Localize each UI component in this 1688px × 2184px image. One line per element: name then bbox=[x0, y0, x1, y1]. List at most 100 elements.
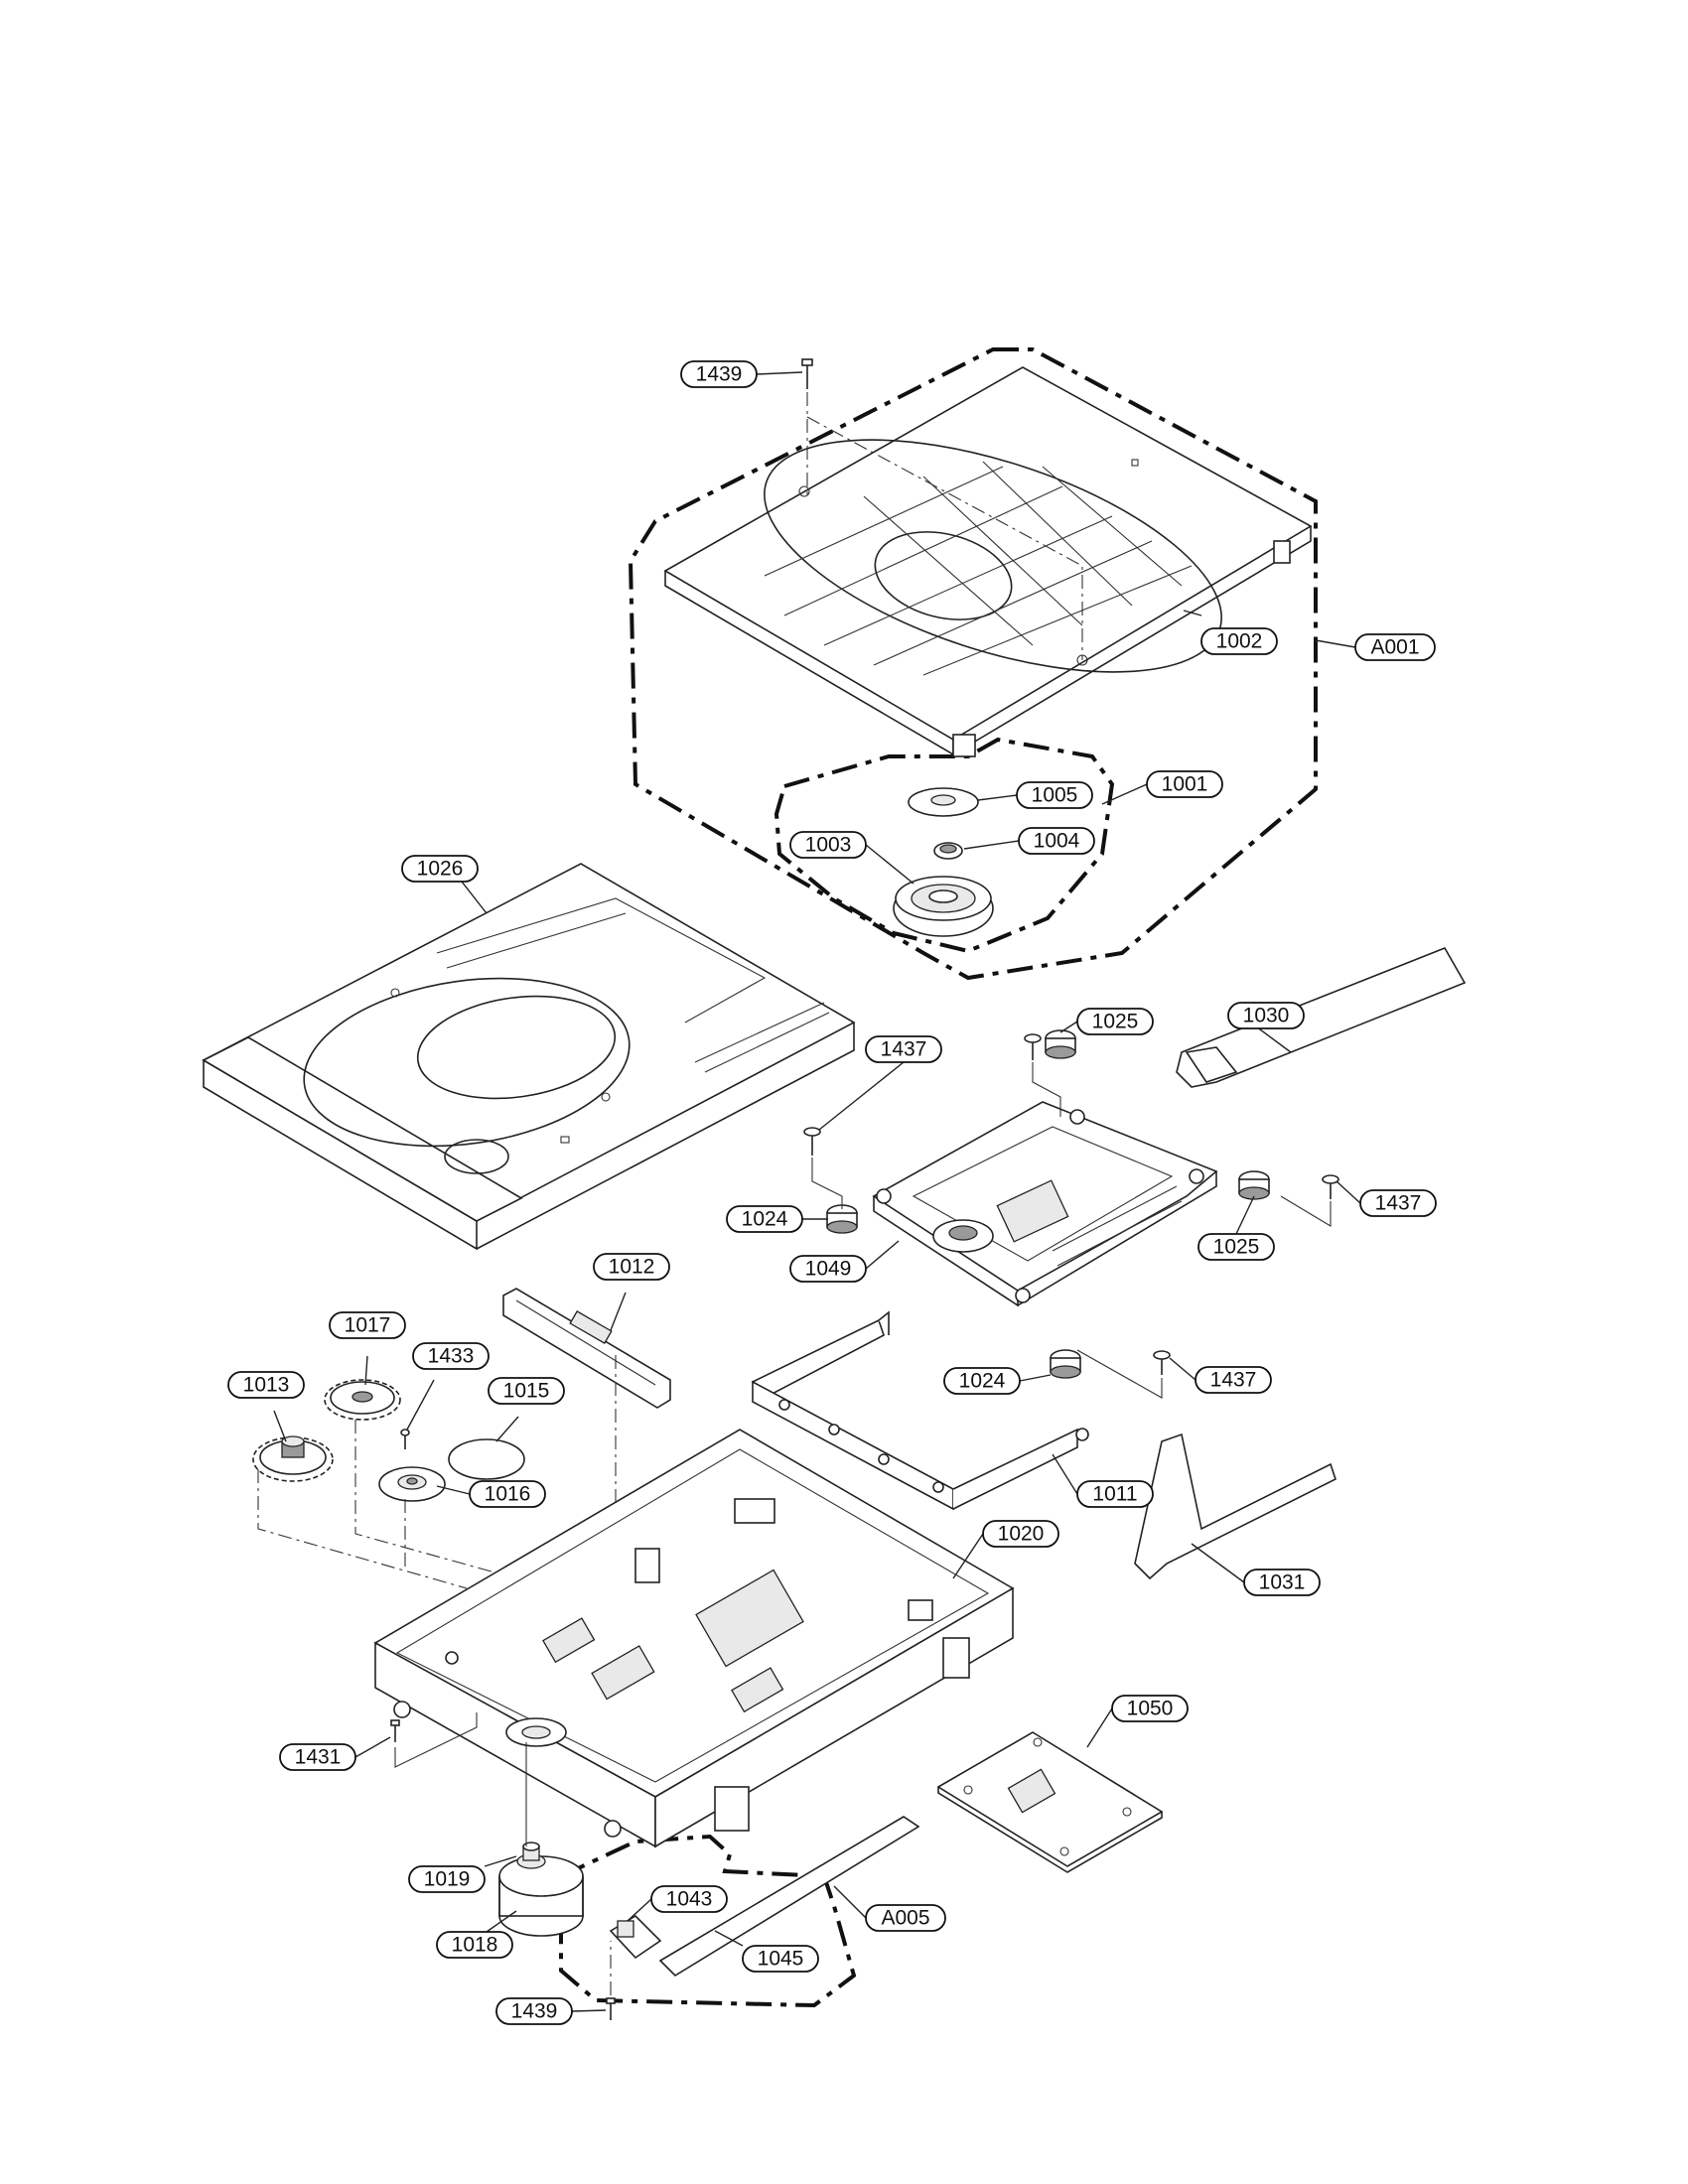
svg-text:1012: 1012 bbox=[609, 1256, 655, 1279]
callout-1031: 1031 bbox=[1243, 1569, 1321, 1596]
svg-text:A001: A001 bbox=[1370, 636, 1419, 659]
svg-text:1013: 1013 bbox=[243, 1374, 290, 1397]
svg-text:1437: 1437 bbox=[1375, 1192, 1422, 1215]
callout-1437-left: 1437 bbox=[865, 1035, 942, 1063]
callout-1004: 1004 bbox=[1018, 827, 1095, 855]
callout-1020: 1020 bbox=[982, 1520, 1059, 1548]
part-1017-gear bbox=[324, 1379, 401, 1421]
part-1011-frame bbox=[751, 1310, 1089, 1511]
svg-text:1005: 1005 bbox=[1032, 784, 1078, 807]
callout-1015: 1015 bbox=[488, 1377, 565, 1405]
callout-1018: 1018 bbox=[436, 1931, 513, 1959]
svg-text:1016: 1016 bbox=[485, 1483, 531, 1506]
callout-1011: 1011 bbox=[1076, 1480, 1154, 1508]
leader-lines bbox=[273, 371, 1361, 2012]
callout-1017: 1017 bbox=[329, 1311, 406, 1339]
part-1024-damper-lower bbox=[1050, 1349, 1081, 1379]
callout-1439-top: 1439 bbox=[680, 360, 758, 388]
svg-text:1043: 1043 bbox=[666, 1888, 713, 1911]
part-1031-flat-cable bbox=[1134, 1433, 1336, 1580]
svg-text:1433: 1433 bbox=[428, 1345, 475, 1368]
svg-text:1439: 1439 bbox=[696, 363, 743, 386]
part-1003-clamper bbox=[893, 876, 994, 937]
part-1015-belt bbox=[448, 1438, 525, 1480]
part-1431-screw bbox=[390, 1712, 478, 1768]
part-1043-switch-board bbox=[609, 1914, 662, 1960]
svg-text:1020: 1020 bbox=[998, 1523, 1045, 1546]
part-1049-traverse-mechanism bbox=[872, 1101, 1218, 1307]
svg-text:1025: 1025 bbox=[1092, 1011, 1139, 1033]
assembly-a005-boundary bbox=[559, 1834, 857, 2008]
part-1024-damper-left bbox=[826, 1204, 858, 1234]
part-1005-clamper-plate bbox=[908, 787, 979, 817]
callout-1437-lower: 1437 bbox=[1195, 1366, 1272, 1394]
assembly-1001-boundary bbox=[774, 737, 1115, 954]
part-1025-damper-right bbox=[1238, 1170, 1270, 1200]
svg-text:1437: 1437 bbox=[1210, 1369, 1257, 1392]
callout-1045: 1045 bbox=[742, 1945, 819, 1973]
callout-1012: 1012 bbox=[593, 1253, 670, 1281]
callout-1050: 1050 bbox=[1111, 1695, 1189, 1722]
callout-1030: 1030 bbox=[1227, 1002, 1305, 1029]
svg-text:1431: 1431 bbox=[295, 1746, 342, 1769]
callout-1433: 1433 bbox=[412, 1342, 490, 1370]
callout-1431: 1431 bbox=[279, 1743, 356, 1771]
callout-1024-lower: 1024 bbox=[943, 1367, 1021, 1395]
callout-1016: 1016 bbox=[469, 1480, 546, 1508]
part-1019-motor-pulley bbox=[516, 1842, 546, 1869]
callout-1024-left: 1024 bbox=[726, 1205, 803, 1233]
callout-1025-upper: 1025 bbox=[1076, 1008, 1154, 1035]
svg-text:1018: 1018 bbox=[452, 1934, 498, 1957]
part-1437-screws bbox=[803, 1033, 1339, 1399]
svg-text:1004: 1004 bbox=[1034, 830, 1080, 853]
callout-a001: A001 bbox=[1354, 633, 1436, 661]
part-1439-screw-top bbox=[801, 358, 1083, 660]
callout-1005: 1005 bbox=[1016, 781, 1093, 809]
gear-alignment-lines bbox=[257, 1420, 517, 1589]
part-1018-motor bbox=[498, 1855, 584, 1937]
svg-text:1024: 1024 bbox=[959, 1370, 1006, 1393]
svg-text:1025: 1025 bbox=[1213, 1236, 1260, 1259]
svg-text:1003: 1003 bbox=[805, 834, 852, 857]
svg-text:1019: 1019 bbox=[424, 1868, 471, 1891]
callout-1002: 1002 bbox=[1200, 627, 1278, 655]
callout-a005: A005 bbox=[865, 1904, 946, 1932]
part-1030-flat-cable bbox=[1176, 947, 1467, 1088]
svg-text:1011: 1011 bbox=[1092, 1483, 1137, 1506]
callout-1439-bottom: 1439 bbox=[495, 1997, 573, 2025]
part-1016-pulley bbox=[378, 1466, 446, 1502]
part-1013-gear bbox=[252, 1435, 334, 1482]
part-1002-top-cover bbox=[663, 366, 1313, 757]
part-1020-main-chassis bbox=[373, 1429, 1015, 1848]
part-1050-pcb bbox=[936, 1731, 1164, 1873]
svg-text:1031: 1031 bbox=[1259, 1571, 1306, 1594]
callout-1049: 1049 bbox=[789, 1255, 867, 1283]
callout-1003: 1003 bbox=[789, 831, 867, 859]
svg-text:1050: 1050 bbox=[1127, 1698, 1174, 1720]
callout-1043: 1043 bbox=[650, 1885, 728, 1913]
part-1025-damper-upper bbox=[1045, 1029, 1076, 1059]
svg-text:1017: 1017 bbox=[345, 1314, 391, 1337]
svg-text:1049: 1049 bbox=[805, 1258, 852, 1281]
svg-text:1439: 1439 bbox=[511, 2000, 558, 2023]
assembly-a001-boundary bbox=[628, 347, 1318, 981]
svg-text:1002: 1002 bbox=[1216, 630, 1263, 653]
callout-1026: 1026 bbox=[401, 855, 479, 883]
part-1433-screw bbox=[400, 1429, 410, 1449]
callout-1001: 1001 bbox=[1146, 770, 1223, 798]
callout-1013: 1013 bbox=[227, 1371, 305, 1399]
part-1439-screw-bottom bbox=[606, 1941, 616, 2020]
svg-text:1045: 1045 bbox=[758, 1948, 804, 1971]
callout-1019: 1019 bbox=[408, 1865, 486, 1893]
svg-text:1030: 1030 bbox=[1243, 1005, 1290, 1027]
part-1026-disc-tray bbox=[202, 863, 856, 1251]
part-1004-magnet bbox=[933, 842, 963, 860]
svg-text:A005: A005 bbox=[881, 1907, 929, 1930]
svg-text:1015: 1015 bbox=[503, 1380, 550, 1403]
callout-1437-right: 1437 bbox=[1359, 1189, 1437, 1217]
svg-text:1026: 1026 bbox=[417, 858, 464, 881]
svg-text:1001: 1001 bbox=[1162, 773, 1208, 796]
callout-1025-right: 1025 bbox=[1197, 1233, 1275, 1261]
svg-text:1024: 1024 bbox=[742, 1208, 788, 1231]
